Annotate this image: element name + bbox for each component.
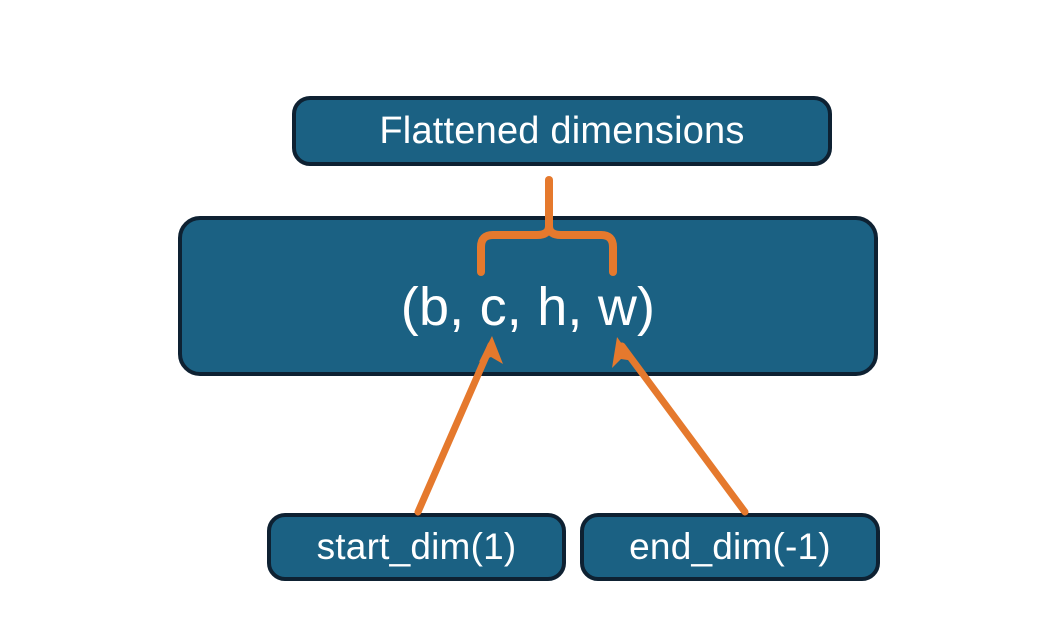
node-tensor-shape-label: (b, c, h, w) <box>400 277 656 337</box>
node-flattened-dimensions-label: Flattened dimensions <box>379 109 745 152</box>
node-start-dim-label: start_dim(1) <box>316 526 517 567</box>
node-flattened-dimensions[interactable]: Flattened dimensions <box>292 96 832 166</box>
node-start-dim[interactable]: start_dim(1) <box>267 513 566 581</box>
node-end-dim-label: end_dim(-1) <box>629 526 831 567</box>
node-end-dim[interactable]: end_dim(-1) <box>580 513 880 581</box>
node-tensor-shape[interactable]: (b, c, h, w) <box>178 216 878 376</box>
